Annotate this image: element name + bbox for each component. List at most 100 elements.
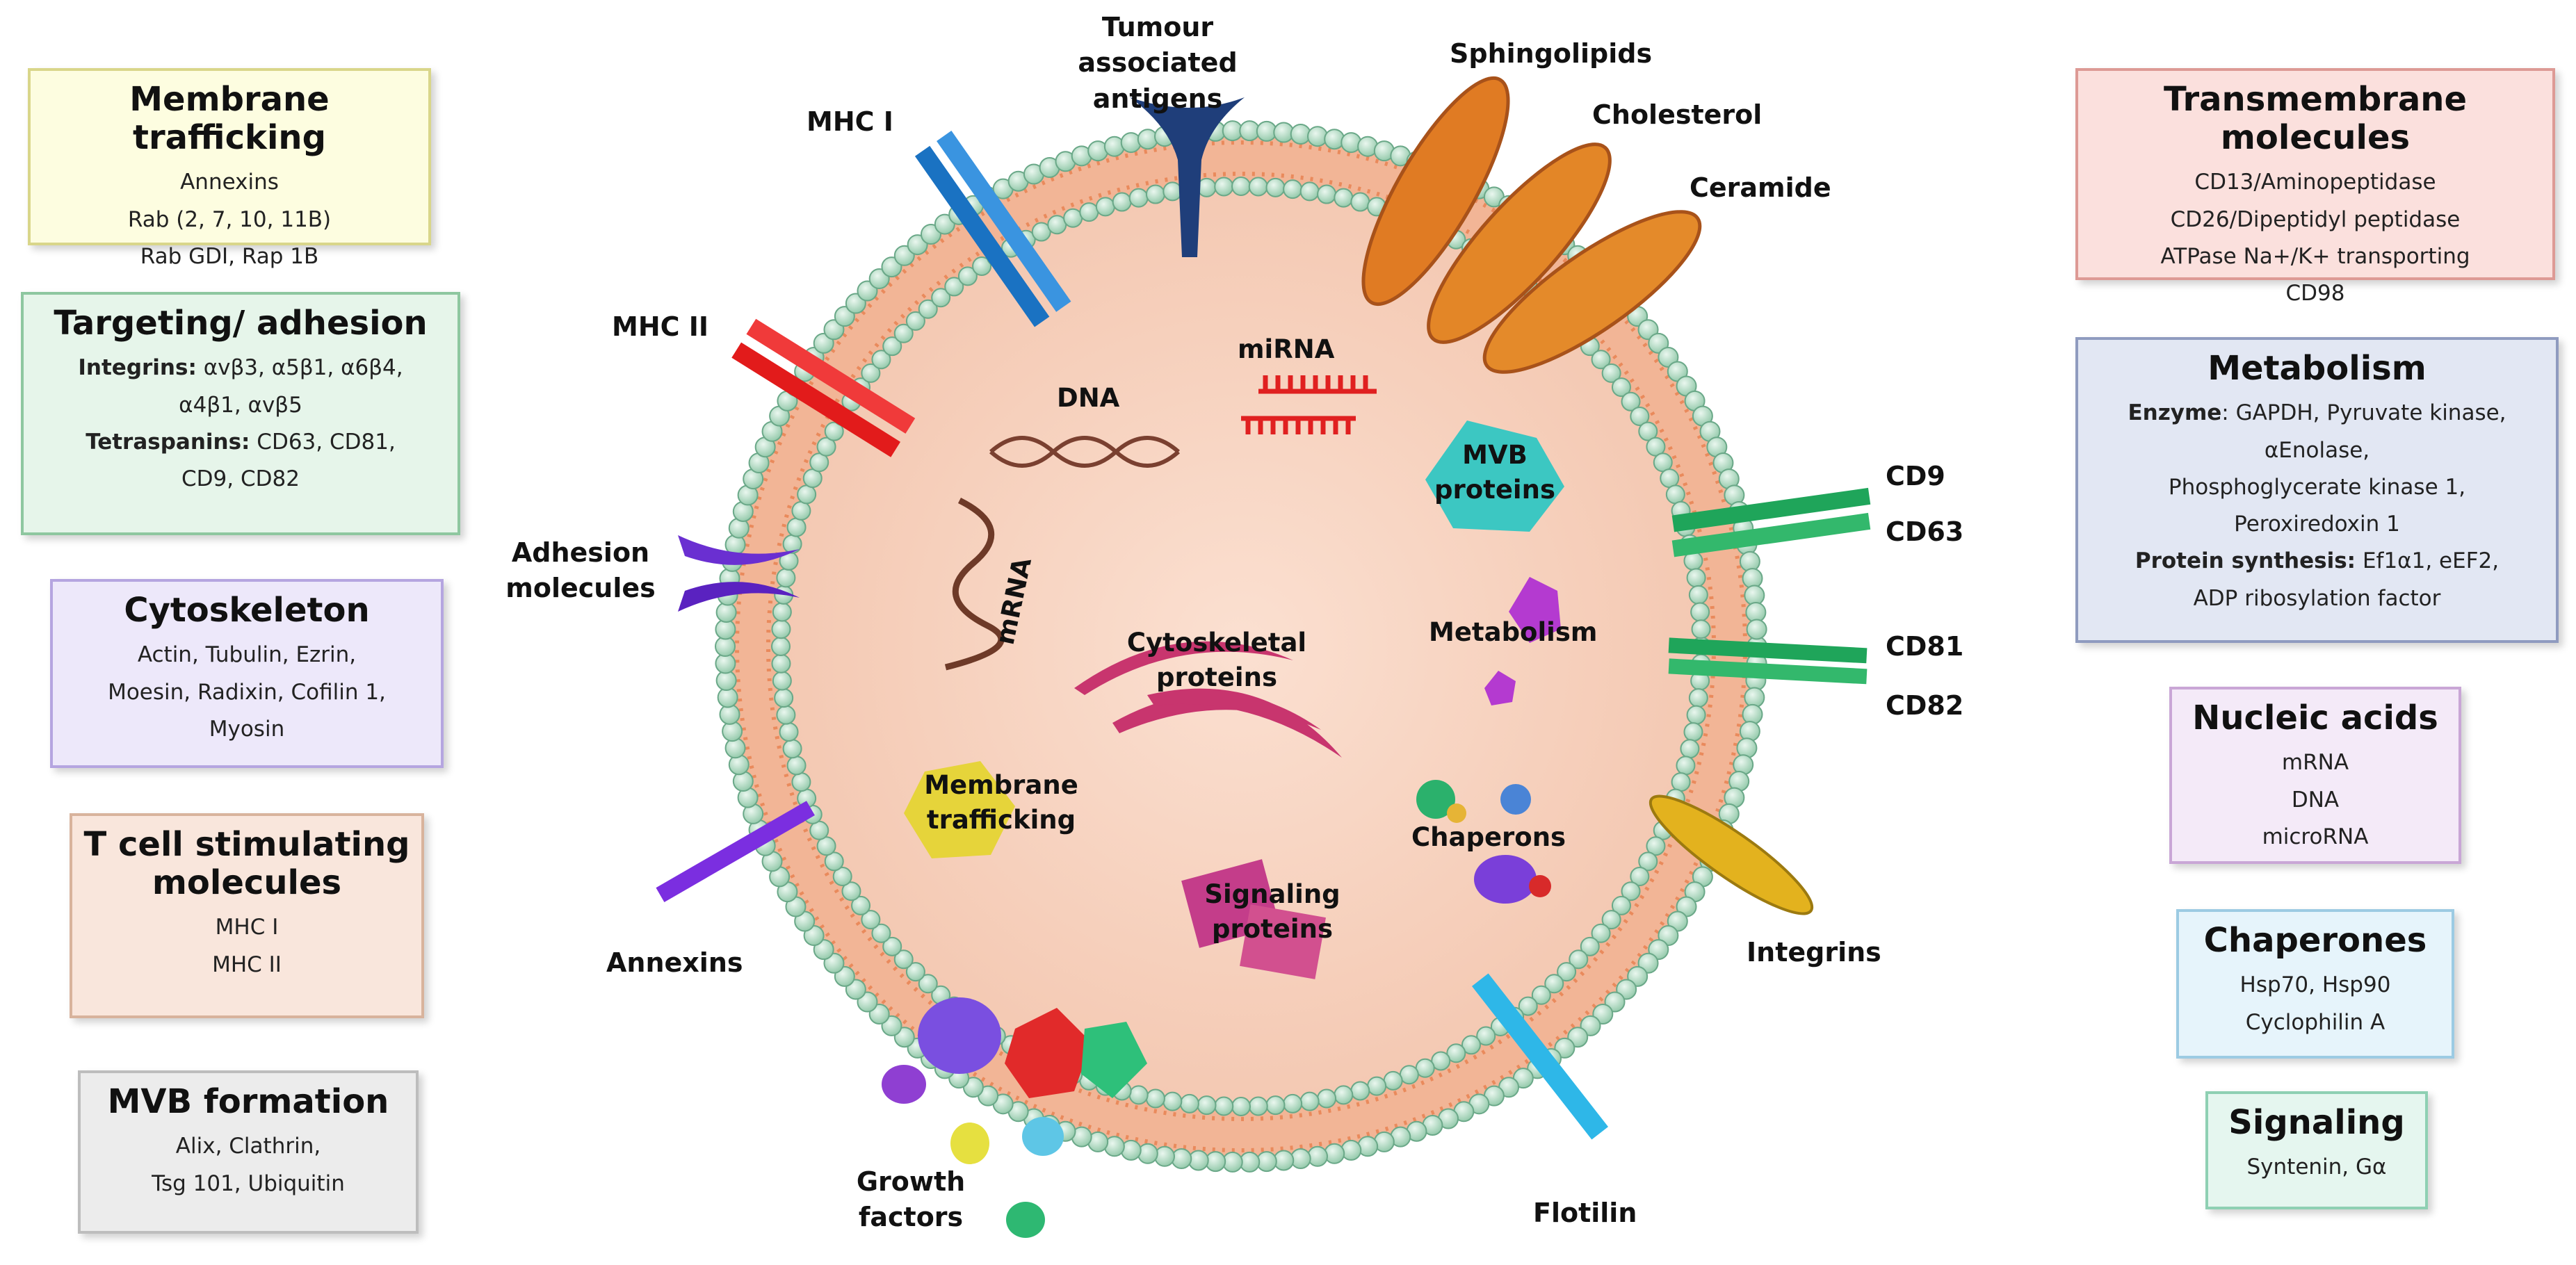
- lipid-head: [832, 867, 852, 886]
- metabolism-box: Metabolism Enzyme: GAPDH, Pyruvate kinas…: [2075, 337, 2559, 643]
- mrna-shape: [944, 497, 1005, 671]
- lipid-head: [1688, 585, 1708, 605]
- lipid-head: [1248, 177, 1268, 197]
- flotilin-shape: [1471, 973, 1609, 1140]
- box-line: Annexins: [180, 170, 279, 195]
- label-dna: DNA: [1057, 383, 1120, 413]
- lipid-head: [776, 568, 796, 588]
- lipid-head: [1739, 721, 1760, 742]
- lipid-head: [809, 452, 829, 473]
- signaling-box: Signaling Syntenin, Gα: [2205, 1091, 2428, 1209]
- cytoskeletal-shape: [1074, 641, 1342, 758]
- lipid-head: [1248, 1096, 1268, 1116]
- box-line: Integrins: αvβ3, α5β1, α6β4,: [78, 355, 403, 381]
- lipid-head: [1611, 895, 1631, 915]
- box-line: Alix, Clathrin,: [175, 1134, 321, 1159]
- box-title: MVB formation: [107, 1082, 389, 1121]
- mirna-shape: [1241, 375, 1377, 434]
- lipid-head: [1163, 1091, 1183, 1111]
- lipid-head: [1476, 1026, 1496, 1046]
- lipid-head: [786, 756, 807, 776]
- lipid-head: [1621, 881, 1641, 901]
- lipid-head: [771, 619, 791, 639]
- label-cd81: CD81: [1886, 631, 1964, 662]
- membrane-trafficking-box: Membrane trafficking Annexins Rab (2, 7,…: [28, 68, 431, 269]
- dna-shape: [989, 436, 1180, 468]
- lipid-head: [1646, 836, 1666, 856]
- trafficking-shape: [904, 761, 1015, 858]
- lipid-head: [1683, 722, 1703, 742]
- box-line: Moesin, Radixin, Cofilin 1,: [108, 679, 386, 705]
- signaling-shape: [1181, 859, 1326, 979]
- growth-factor-shapes: [882, 997, 1147, 1238]
- lipid-head: [1214, 177, 1234, 197]
- lipid-head: [1630, 407, 1650, 426]
- box-line: CD13/Aminopeptidase: [2194, 170, 2436, 195]
- lipid-head: [1214, 1096, 1234, 1116]
- lipid-head: [1591, 923, 1611, 943]
- lipid-head: [816, 436, 836, 457]
- lipid-head: [1231, 1097, 1251, 1116]
- box-title: Chaperones: [2203, 921, 2427, 960]
- lipid-head: [1265, 1095, 1286, 1116]
- label-metabolism: Metabolism: [1429, 617, 1598, 647]
- lipid-head: [893, 323, 914, 343]
- label-cytoskeletal: Cytoskeletal proteins: [1126, 628, 1307, 692]
- lipid-head: [1137, 1143, 1158, 1164]
- box-line: MHC I: [215, 915, 279, 940]
- lipid-head: [1680, 739, 1700, 759]
- cytoskeleton-box: Cytoskeleton Actin, Tubulin, Ezrin, Moes…: [50, 579, 444, 768]
- lipid-head: [1095, 197, 1115, 217]
- label-mhc1: MHC I: [807, 106, 893, 137]
- lipid-head: [918, 974, 938, 994]
- lipid-head: [1676, 756, 1696, 776]
- mhc1-shape: [914, 131, 1071, 327]
- lipid-head: [882, 336, 902, 357]
- lipid-head: [972, 256, 992, 277]
- lipid-head: [791, 772, 811, 792]
- antigen-shape: [1130, 97, 1245, 257]
- box-title: Membrane trafficking: [129, 80, 330, 158]
- lipid-head: [772, 671, 792, 691]
- label-cd82: CD82: [1886, 690, 1964, 721]
- lipid-head: [1112, 192, 1132, 212]
- box-line: α4β1, αvβ5: [179, 392, 302, 418]
- lipid-ellipses: [1361, 76, 1702, 374]
- lipid-head: [786, 517, 807, 537]
- chaperon-shapes: [1416, 780, 1551, 904]
- lipid-head: [1231, 177, 1251, 196]
- box-line: DNA: [2291, 787, 2340, 813]
- targeting-adhesion-box: Targeting/ adhesion Integrins: αvβ3, α5β…: [21, 292, 460, 535]
- lipid-head: [1163, 181, 1183, 202]
- lipid-head: [772, 602, 792, 622]
- box-line: Rab GDI, Rap 1B: [140, 244, 319, 269]
- lipid-head: [1580, 936, 1600, 956]
- label-cd9: CD9: [1886, 461, 1945, 491]
- lipid-head: [1145, 184, 1165, 204]
- box-line: microRNA: [2262, 824, 2369, 849]
- lipid-heads-outer: [715, 120, 1767, 1173]
- box-line: Hsp70, Hsp90: [2239, 972, 2391, 998]
- lipid-head: [1638, 851, 1658, 872]
- lipid-head: [1334, 188, 1354, 208]
- lipid-head: [1461, 1035, 1481, 1055]
- box-line: mRNA: [2281, 750, 2349, 776]
- lipid-head: [871, 923, 891, 943]
- lipid-head: [1399, 1065, 1419, 1085]
- lipid-head: [771, 653, 791, 674]
- lipid-head: [771, 637, 791, 656]
- box-line: CD9, CD82: [181, 466, 300, 492]
- box-line: αEnolase,: [2264, 437, 2370, 463]
- box-line: Myosin: [209, 716, 285, 742]
- lipid-head: [1671, 772, 1691, 792]
- box-title: Transmembrane molecules: [2163, 80, 2467, 158]
- box-line: Syntenin, Gα: [2246, 1154, 2387, 1180]
- chaperones-box: Chaperones Hsp70, Hsp90 Cyclophilin A: [2176, 909, 2454, 1059]
- box-line: Cyclophilin A: [2245, 1009, 2385, 1035]
- lipid-head: [1446, 1043, 1466, 1063]
- label-cholesterol: Cholesterol: [1592, 99, 1763, 130]
- box-line: ADP ribosylation factor: [2193, 585, 2441, 611]
